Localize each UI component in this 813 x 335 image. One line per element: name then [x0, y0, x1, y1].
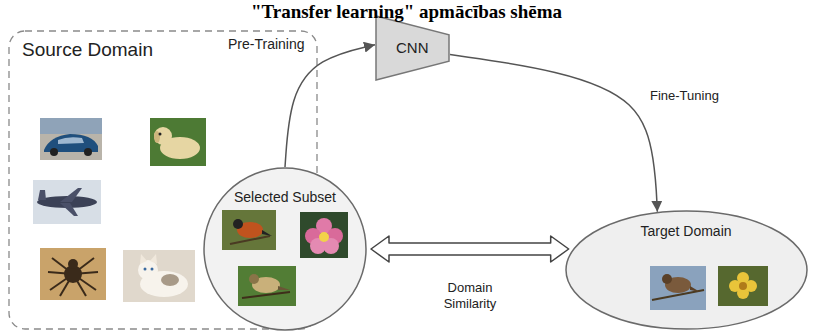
- car-photo-part: [40, 118, 102, 160]
- flower-photo: [300, 212, 348, 258]
- bird-photo-part: [249, 274, 259, 284]
- cat-photo: [123, 250, 195, 302]
- bird-photo: [238, 266, 296, 306]
- dog-photo: [150, 118, 206, 166]
- subset-ellipse: Selected Subset: [203, 167, 367, 331]
- bird-photo-part: [222, 210, 276, 250]
- double-block-arrow: [371, 236, 569, 262]
- car-photo-part: [50, 148, 58, 156]
- target-bird-photo: [650, 266, 706, 310]
- edge-label: Domain Similarity: [428, 280, 512, 311]
- target-bird-photo-part: [662, 274, 672, 284]
- cat-photo-part: [151, 268, 154, 271]
- node-label: CNN: [396, 39, 429, 57]
- cat-photo-part: [140, 254, 147, 264]
- target-bird-photo-part: [690, 286, 700, 292]
- target-flower-photo-part: [739, 282, 747, 290]
- spider-photo-part: [68, 259, 78, 269]
- car-photo-part: [58, 137, 84, 144]
- cat-photo-part: [144, 268, 147, 271]
- edge-label: Fine-Tuning: [648, 88, 721, 104]
- diagram-title: "Transfer learning" apmācības shēma: [251, 1, 562, 23]
- spider-photo-part: [40, 248, 106, 300]
- target-flower-photo-part: [718, 266, 768, 306]
- target-domain-ellipse: Target Domain: [565, 210, 808, 330]
- airplane-photo-part: [60, 188, 82, 202]
- curved-arrow: [450, 55, 657, 212]
- node-text-group: Target Domain: [641, 223, 732, 240]
- car-photo: [40, 118, 102, 160]
- source-domain-region: Source DomainSelected Subset: [8, 30, 318, 330]
- edge-label: Pre-Training: [226, 36, 307, 53]
- cnn-block: CNN: [375, 15, 450, 81]
- source-domain-region-outline: [8, 30, 318, 330]
- dog-photo-part: [150, 118, 206, 166]
- dog-photo-part: [159, 133, 162, 136]
- airplane-photo: [33, 180, 101, 224]
- node-text-group: Selected Subset: [234, 189, 336, 206]
- car-photo-part: [40, 118, 102, 134]
- bird-photo: [222, 210, 276, 250]
- flower-photo-part: [319, 232, 329, 242]
- cat-photo-part: [161, 274, 179, 286]
- node-text-group: CNN: [396, 39, 429, 57]
- null-part: [48, 258, 98, 296]
- flower-photo-part: [300, 212, 348, 258]
- node-label: Target Domain: [641, 223, 732, 240]
- edge-label-holder: Pre-Training: [226, 36, 307, 53]
- edge-label-holder: Domain Similarity: [428, 280, 512, 311]
- airplane-photo-part: [60, 203, 78, 216]
- ellipse-border: [566, 211, 807, 329]
- target-flower-photo: [718, 266, 768, 306]
- node-label: Source Domain: [22, 39, 153, 62]
- car-photo-part: [84, 148, 92, 156]
- spider-photo: [40, 248, 106, 300]
- bird-photo-part: [233, 219, 243, 229]
- node-label: Selected Subset: [234, 189, 336, 206]
- trapezoid-border: [376, 16, 449, 80]
- bird-photo-part: [238, 266, 296, 306]
- cat-photo-part: [123, 250, 195, 302]
- bird-photo-part: [278, 286, 290, 290]
- bird-photo-part: [262, 230, 272, 236]
- curved-arrow: [285, 45, 375, 167]
- ellipse-border: [204, 168, 366, 330]
- cat-photo-part: [150, 254, 157, 264]
- dog-photo-part: [154, 127, 172, 145]
- airplane-photo-part: [33, 180, 101, 224]
- airplane-photo-part: [38, 190, 46, 200]
- edge-label-holder: Fine-Tuning: [648, 88, 721, 104]
- node-text-group: Source Domain: [22, 39, 153, 62]
- target-bird-photo-part: [650, 266, 706, 310]
